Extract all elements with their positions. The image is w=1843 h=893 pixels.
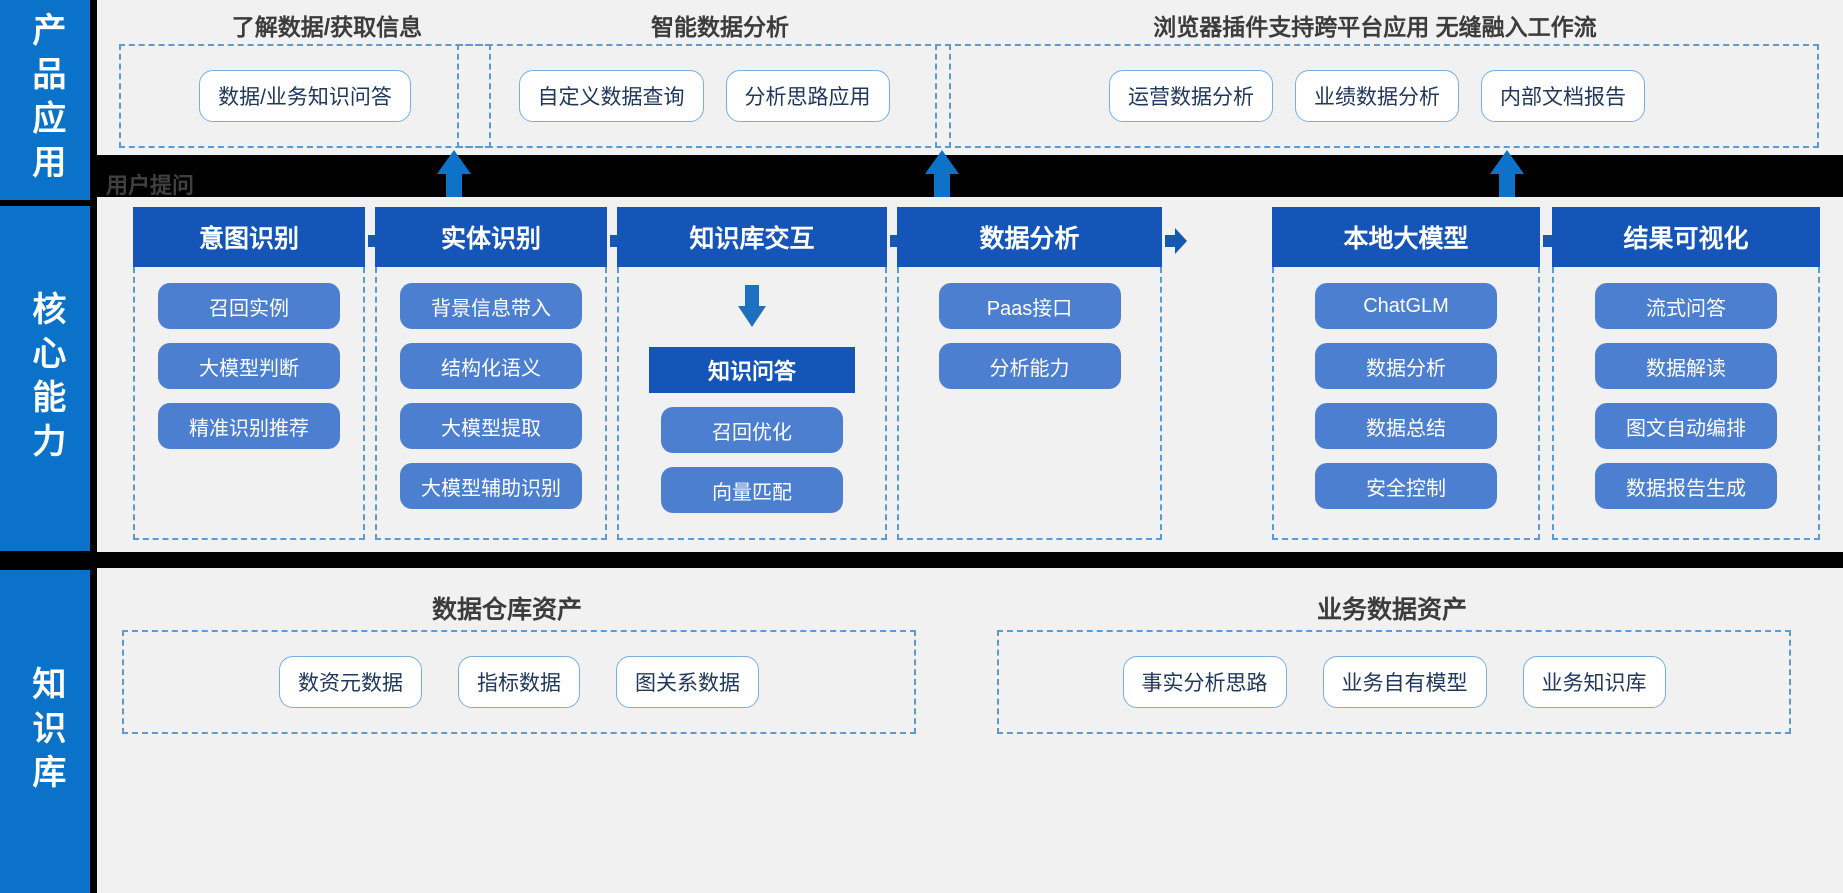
rail-section-core: 核心能力 [0, 206, 90, 551]
flow-arrow-up-1 [437, 150, 471, 200]
kb-pill-indicator-data[interactable]: 指标数据 [458, 656, 580, 708]
kb-pill-graph-data[interactable]: 图关系数据 [616, 656, 759, 708]
core-chip-intent-3[interactable]: 精准识别推荐 [158, 403, 340, 449]
core-column-head-visualization[interactable]: 结果可视化 [1552, 207, 1820, 267]
kb-group-title-1: 数据仓库资产 [431, 596, 582, 624]
core-chip-llm-3[interactable]: 数据总结 [1315, 403, 1497, 449]
core-column-head-entity[interactable]: 实体识别 [375, 207, 607, 267]
kb-group-box-2: 事实分析思路 业务自有模型 业务知识库 [997, 630, 1791, 734]
core-column-visualization: 结果可视化 流式问答 数据解读 图文自动编排 数据报告生成 [1552, 207, 1820, 540]
product-group-title-2: 智能数据分析 [651, 14, 789, 40]
core-chip-entity-2[interactable]: 结构化语义 [400, 343, 582, 389]
core-chip-kb-1[interactable]: 召回优化 [661, 407, 843, 453]
core-chip-intent-2[interactable]: 大模型判断 [158, 343, 340, 389]
core-column-body-data-analysis: Paas接口 分析能力 [897, 267, 1162, 540]
core-column-body-local-llm: ChatGLM 数据分析 数据总结 安全控制 [1272, 267, 1540, 540]
core-chip-entity-1[interactable]: 背景信息带入 [400, 283, 582, 329]
product-group-title-3: 浏览器插件支持跨平台应用 无缝融入工作流 [1153, 14, 1597, 40]
knowledge-base-panel: 数据仓库资产 数资元数据 指标数据 图关系数据 业务数据资产 事实分析思路 业务… [97, 568, 1843, 893]
product-pill-perf-analysis[interactable]: 业绩数据分析 [1295, 70, 1459, 122]
kb-pill-metadata[interactable]: 数资元数据 [279, 656, 422, 708]
core-chip-da-2[interactable]: 分析能力 [938, 343, 1121, 389]
flow-arrow-right-4 [1165, 228, 1187, 254]
rail-label-knowledge: 知识库 [26, 665, 65, 798]
core-column-entity: 实体识别 背景信息带入 结构化语义 大模型提取 大模型辅助识别 [375, 207, 607, 540]
kb-group-title-2: 业务数据资产 [1316, 596, 1467, 624]
core-chip-vis-4[interactable]: 数据报告生成 [1595, 463, 1777, 509]
rail-section-product: 产品应用 [0, 0, 90, 200]
product-pill-custom-query[interactable]: 自定义数据查询 [518, 70, 704, 122]
core-column-body-entity: 背景信息带入 结构化语义 大模型提取 大模型辅助识别 [375, 267, 607, 540]
user-prompt-label: 用户提问 [106, 173, 195, 198]
core-column-head-intent[interactable]: 意图识别 [133, 207, 365, 267]
kb-pill-business-kb[interactable]: 业务知识库 [1522, 656, 1666, 708]
core-chip-da-1[interactable]: Paas接口 [938, 283, 1121, 329]
core-column-local-llm: 本地大模型 ChatGLM 数据分析 数据总结 安全控制 [1272, 207, 1540, 540]
core-column-head-data-analysis[interactable]: 数据分析 [897, 207, 1162, 267]
rail-label-product: 产品应用 [26, 12, 65, 188]
core-chip-entity-3[interactable]: 大模型提取 [400, 403, 582, 449]
core-chip-llm-1[interactable]: ChatGLM [1315, 283, 1497, 329]
core-column-intent: 意图识别 召回实例 大模型判断 精准识别推荐 [133, 207, 365, 540]
core-column-head-kb-interaction[interactable]: 知识库交互 [617, 207, 887, 267]
core-subhead-knowledge-qa[interactable]: 知识问答 [649, 347, 855, 393]
product-application-panel: 了解数据/获取信息 数据/业务知识问答 智能数据分析 自定义数据查询 分析思路应… [97, 0, 1843, 155]
rail-section-knowledge: 知识库 [0, 570, 90, 893]
core-chip-vis-1[interactable]: 流式问答 [1595, 283, 1777, 329]
product-pill-internal-report[interactable]: 内部文档报告 [1481, 70, 1645, 122]
rail-label-core: 核心能力 [26, 290, 65, 467]
product-pill-analysis-thinking[interactable]: 分析思路应用 [725, 70, 890, 122]
core-chip-vis-3[interactable]: 图文自动编排 [1595, 403, 1777, 449]
flow-arrow-up-3 [1490, 150, 1524, 200]
core-chip-entity-4[interactable]: 大模型辅助识别 [400, 463, 582, 509]
core-chip-kb-2[interactable]: 向量匹配 [661, 467, 843, 513]
core-chip-llm-2[interactable]: 数据分析 [1315, 343, 1497, 389]
core-column-body-visualization: 流式问答 数据解读 图文自动编排 数据报告生成 [1552, 267, 1820, 540]
core-column-head-local-llm[interactable]: 本地大模型 [1272, 207, 1540, 267]
product-group-title-1: 了解数据/获取信息 [231, 14, 423, 40]
kb-arrow-down-icon [738, 285, 766, 327]
core-column-body-kb-interaction: 知识问答 召回优化 向量匹配 [617, 267, 887, 540]
core-column-kb-interaction: 知识库交互 知识问答 召回优化 向量匹配 [617, 207, 887, 540]
product-pill-ops-analysis[interactable]: 运营数据分析 [1109, 70, 1273, 122]
core-chip-vis-2[interactable]: 数据解读 [1595, 343, 1777, 389]
kb-pill-business-model[interactable]: 业务自有模型 [1322, 656, 1487, 708]
product-pill-data-qa[interactable]: 数据/业务知识问答 [199, 70, 411, 122]
core-column-body-intent: 召回实例 大模型判断 精准识别推荐 [133, 267, 365, 540]
kb-group-box-1: 数资元数据 指标数据 图关系数据 [122, 630, 916, 734]
core-chip-llm-4[interactable]: 安全控制 [1315, 463, 1497, 509]
kb-pill-fact-analysis[interactable]: 事实分析思路 [1122, 656, 1287, 708]
flow-arrow-up-2 [925, 150, 959, 200]
product-group-box-2: 自定义数据查询 分析思路应用 [457, 44, 951, 148]
core-column-data-analysis: 数据分析 Paas接口 分析能力 [897, 207, 1162, 540]
product-group-box-1: 数据/业务知识问答 [119, 44, 491, 148]
product-group-box-3: 运营数据分析 业绩数据分析 内部文档报告 [935, 44, 1819, 148]
core-chip-intent-1[interactable]: 召回实例 [158, 283, 340, 329]
